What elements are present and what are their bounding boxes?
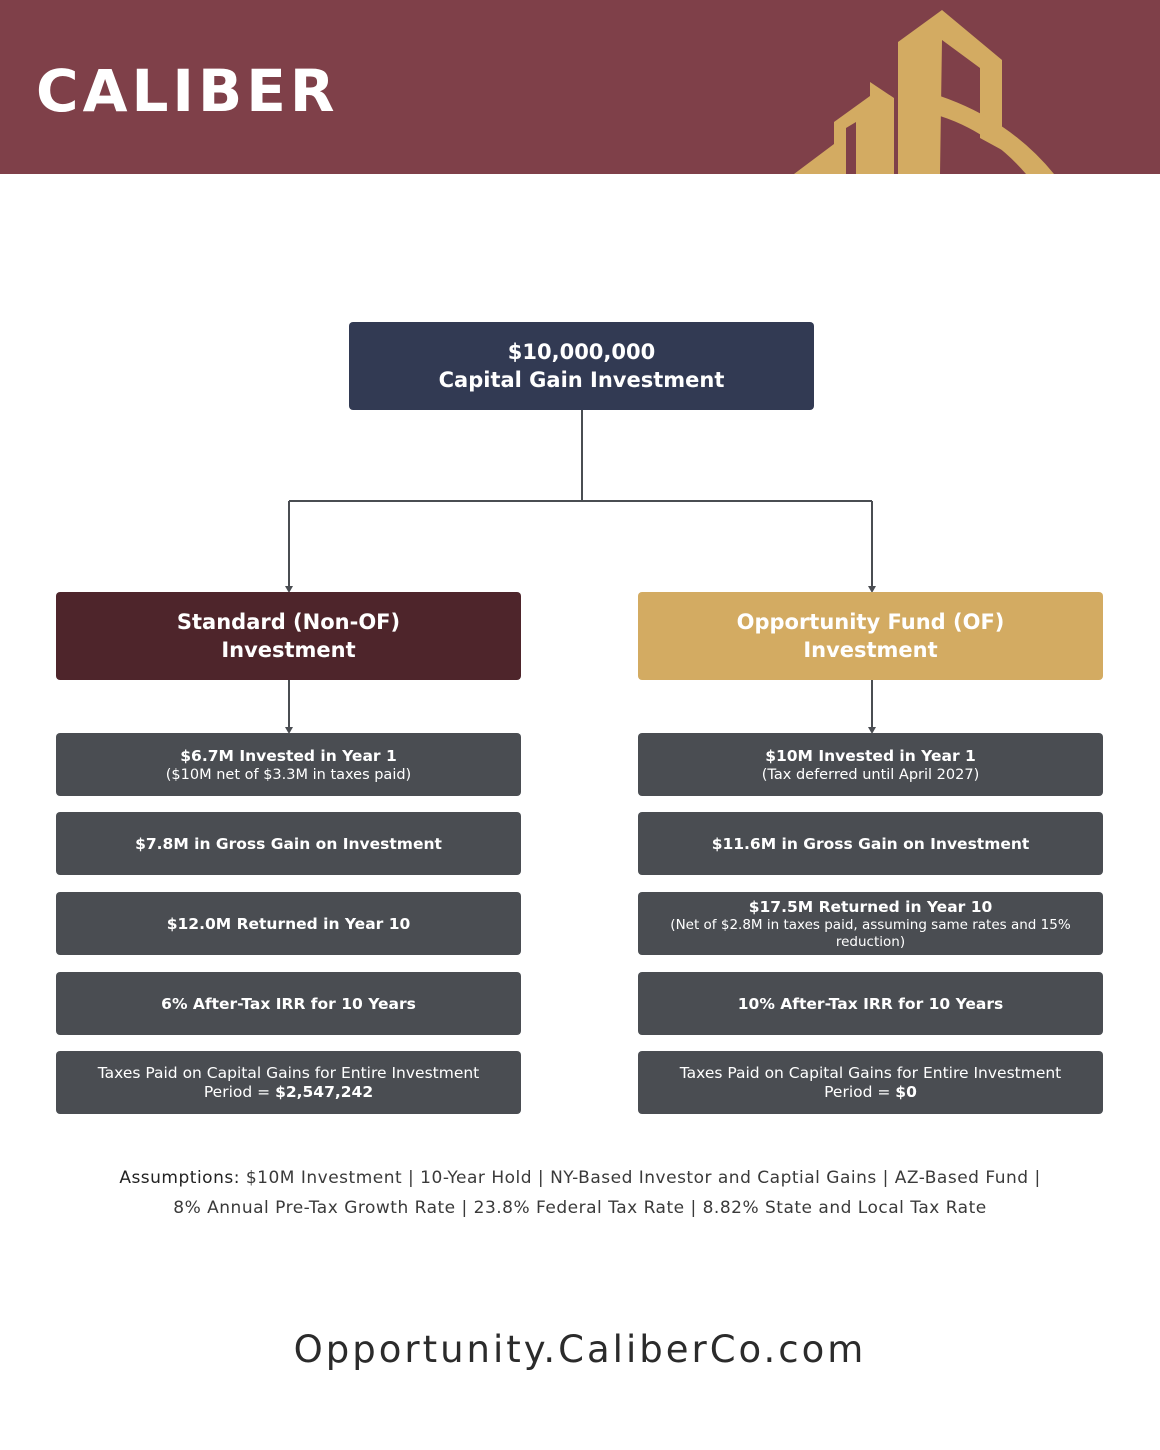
of-item-invested: $10M Invested in Year 1 (Tax deferred un… xyxy=(638,733,1103,796)
standard-item-irr: 6% After-Tax IRR for 10 Years xyxy=(56,972,521,1035)
assumptions-line2: 8% Annual Pre-Tax Growth Rate | 23.8% Fe… xyxy=(173,1198,987,1218)
of-taxes-value: $0 xyxy=(895,1082,917,1101)
opportunity-subtitle: Investment xyxy=(803,638,938,662)
standard-investment-box: Standard (Non-OF) Investment xyxy=(56,592,521,680)
standard-item-returned: $12.0M Returned in Year 10 xyxy=(56,892,521,955)
assumptions-text: Assumptions: $10M Investment | 10-Year H… xyxy=(60,1163,1100,1223)
standard-taxes-value: $2,547,242 xyxy=(275,1082,374,1101)
root-investment-box: $10,000,000 Capital Gain Investment xyxy=(349,322,814,410)
opportunity-title: Opportunity Fund (OF) xyxy=(736,610,1005,634)
header-banner: CALIBER xyxy=(0,0,1160,174)
standard-item-taxes-paid: Taxes Paid on Capital Gains for Entire I… xyxy=(56,1051,521,1114)
of-item-taxes-paid: Taxes Paid on Capital Gains for Entire I… xyxy=(638,1051,1103,1114)
standard-item-invested: $6.7M Invested in Year 1 ($10M net of $3… xyxy=(56,733,521,796)
building-logo-icon xyxy=(794,10,1054,174)
of-item-irr: 10% After-Tax IRR for 10 Years xyxy=(638,972,1103,1035)
root-amount: $10,000,000 xyxy=(507,340,656,364)
opportunity-fund-box: Opportunity Fund (OF) Investment xyxy=(638,592,1103,680)
of-item-returned: $17.5M Returned in Year 10 (Net of $2.8M… xyxy=(638,892,1103,955)
assumptions-line1: $10M Investment | 10-Year Hold | NY-Base… xyxy=(239,1168,1041,1188)
root-label: Capital Gain Investment xyxy=(438,368,725,392)
of-item-gross-gain: $11.6M in Gross Gain on Investment xyxy=(638,812,1103,875)
brand-logo-text: CALIBER xyxy=(36,57,339,125)
footer-url-link[interactable]: Opportunity.CaliberCo.com xyxy=(293,1328,867,1371)
standard-subtitle: Investment xyxy=(221,638,356,662)
standard-title: Standard (Non-OF) xyxy=(176,610,401,634)
standard-item-gross-gain: $7.8M in Gross Gain on Investment xyxy=(56,812,521,875)
assumptions-label: Assumptions: xyxy=(119,1168,240,1188)
